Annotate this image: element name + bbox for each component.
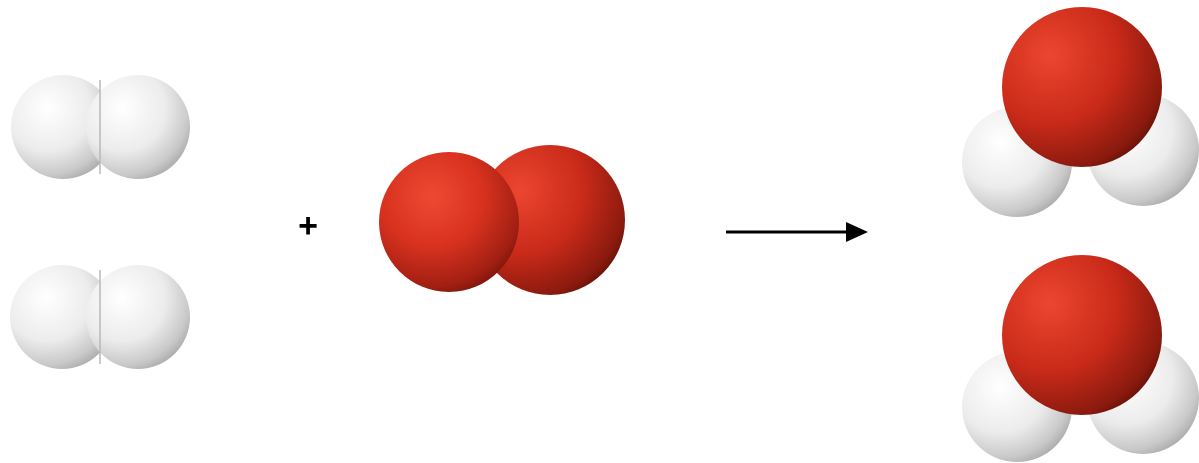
hydrogen-molecule-2 [10,265,190,369]
water-molecule-1 [962,7,1199,217]
oxygen-atom [1002,255,1162,415]
plus-sign: + [298,207,318,245]
hydrogen-molecule-1 [11,75,190,179]
oxygen-atom [475,145,625,295]
hydrogen-atom [86,75,190,179]
oxygen-atom [1002,7,1162,167]
hydrogen-atom [11,75,115,179]
oxygen-atom [379,152,519,292]
oxygen-molecule [379,145,625,295]
hydrogen-atom [86,265,190,369]
reaction-arrow [726,222,868,242]
hydrogen-atom [10,265,114,369]
water-molecule-2 [962,255,1199,462]
